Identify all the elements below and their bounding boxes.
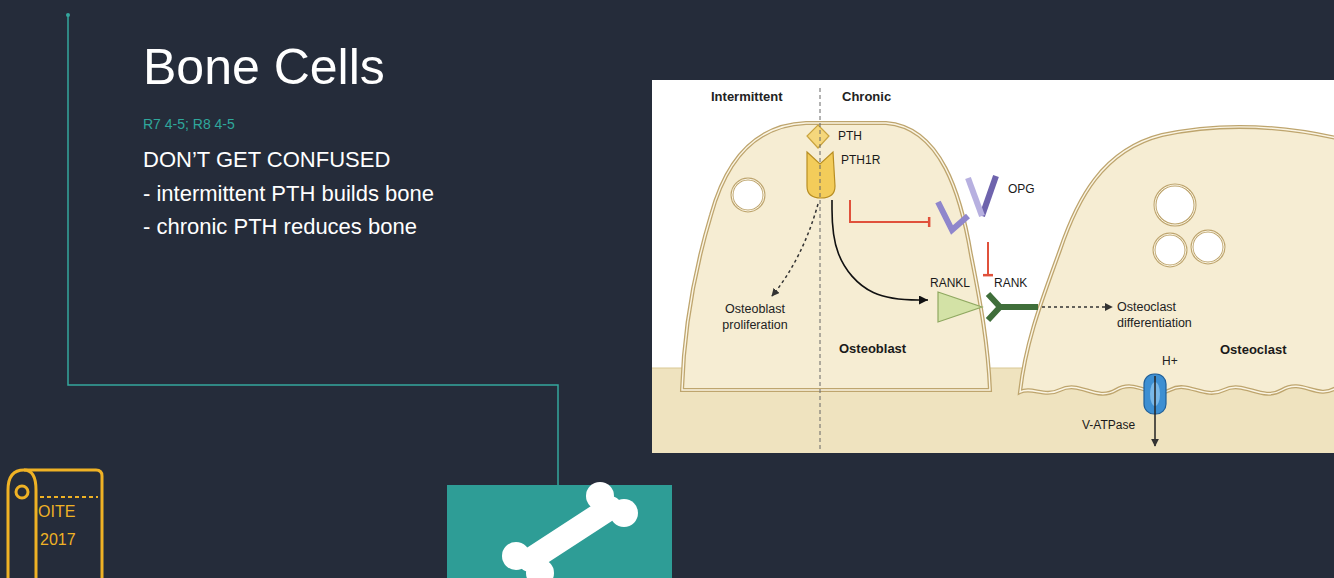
osteoblast-outline (676, 105, 994, 395)
receptor-symbol: RANK (984, 276, 1040, 326)
node-label: RANK (994, 276, 1027, 290)
badge-text: 2017 (40, 530, 76, 550)
slide-title: Bone Cells (143, 38, 385, 96)
column-heading: Chronic (842, 89, 891, 105)
node-label: PTH (838, 129, 862, 143)
node-label: RANKL (930, 276, 970, 290)
reference-note: R7 4-5; R8 4-5 (143, 116, 235, 134)
icon-tile (447, 485, 672, 578)
process-label: Osteoblast proliferation (705, 302, 805, 333)
pump-symbol: V-ATPase (1080, 372, 1175, 434)
guide-line (68, 15, 558, 485)
ligand-symbol: RANKL (928, 276, 984, 326)
node-label: Osteoblast (839, 341, 906, 356)
node-label: PTH1R (841, 153, 880, 167)
process-label: Osteoclast differentiation (1117, 300, 1217, 331)
node-label: V-ATPase (1082, 418, 1135, 432)
bullet-note: - intermittent PTH builds bone (143, 180, 434, 208)
cell-shape: Osteoblast (676, 105, 994, 395)
connector (987, 242, 989, 276)
decoy-receptor: OPG (930, 172, 1040, 242)
ion-label: H+ (1162, 354, 1178, 369)
oite-badge (8, 470, 102, 578)
warning-heading: DON’T GET CONFUSED (143, 146, 390, 174)
column-heading: Intermittent (711, 89, 783, 105)
hormone-diamond: PTH (806, 124, 866, 150)
bullet-note: - chronic PTH reduces bone (143, 213, 417, 241)
receptor-symbol: PTH1R (805, 150, 885, 200)
node-label: Osteoclast (1220, 342, 1286, 357)
bone-icon (502, 482, 638, 578)
badge-text: OITE (38, 502, 75, 522)
node-label: OPG (1008, 182, 1035, 196)
